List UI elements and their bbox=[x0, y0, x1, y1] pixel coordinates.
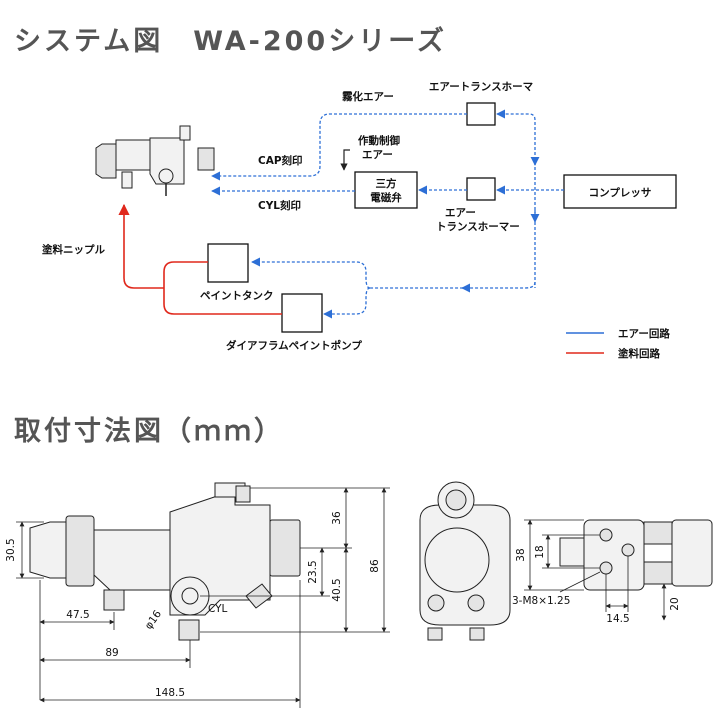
dim-38: 38 bbox=[515, 548, 527, 561]
spray-gun-icon bbox=[95, 125, 215, 196]
dim-phi16: φ16 bbox=[143, 608, 165, 632]
air-transformer-mid-box bbox=[466, 177, 496, 201]
control-air-arrow bbox=[340, 149, 350, 171]
gun-front-view bbox=[419, 481, 511, 641]
cyl-mark-dim: CYL bbox=[208, 603, 228, 615]
legend-paint-label: 塗料回路 bbox=[618, 347, 660, 360]
compressor-box bbox=[563, 174, 677, 209]
paint-circuit-lines bbox=[118, 203, 282, 315]
air-circuit-lines bbox=[211, 109, 564, 319]
gun-mount-view bbox=[559, 519, 713, 591]
cap-mark-label: CAP刻印 bbox=[258, 154, 303, 167]
cyl-mark-label: CYL刻印 bbox=[258, 199, 301, 212]
atomizing-air-label: 霧化エアー bbox=[342, 90, 394, 103]
air-transformer-mid-label-1: エアー bbox=[445, 207, 476, 219]
legend: エアー回路 塗料回路 bbox=[566, 327, 670, 360]
control-air-label-2: エアー bbox=[362, 149, 393, 161]
dimension-lines bbox=[16, 487, 667, 708]
diaphragm-pump-label: ダイアフラムペイントポンプ bbox=[226, 339, 362, 352]
compressor-label: コンプレッサ bbox=[589, 186, 652, 199]
thread-spec: 3-M8×1.25 bbox=[512, 595, 570, 607]
dim-148-5: 148.5 bbox=[155, 687, 185, 699]
paint-nipple-label: 塗料ニップル bbox=[42, 243, 105, 256]
air-transformer-top-box bbox=[466, 102, 496, 126]
dim-86: 86 bbox=[369, 559, 381, 573]
dim-36: 36 bbox=[331, 511, 343, 525]
system-title: システム図 WA-200シリーズ bbox=[14, 25, 447, 57]
dimension-title: 取付寸法図（ｍｍ） bbox=[14, 416, 284, 447]
paint-tank-box bbox=[207, 243, 249, 283]
air-transformer-mid-label-2: トランスホーマー bbox=[436, 221, 520, 233]
air-transformer-top-label: エアートランスホーマ bbox=[429, 81, 534, 93]
control-air-label-1: 作動制御 bbox=[358, 134, 400, 147]
dim-89: 89 bbox=[105, 647, 118, 659]
dim-14-5: 14.5 bbox=[606, 613, 629, 625]
dim-40-5: 40.5 bbox=[331, 578, 343, 601]
solenoid-valve-box bbox=[354, 171, 418, 209]
paint-tank-label: ペイントタンク bbox=[200, 290, 274, 302]
dim-20: 20 bbox=[669, 597, 681, 610]
diaphragm-pump-box bbox=[281, 293, 323, 333]
gun-side-view bbox=[29, 482, 301, 641]
dim-23-5: 23.5 bbox=[307, 560, 319, 583]
dim-18: 18 bbox=[534, 545, 546, 558]
dim-30-5: 30.5 bbox=[5, 538, 17, 561]
dim-47-5: 47.5 bbox=[66, 609, 89, 621]
solenoid-label-1: 三方 bbox=[376, 177, 397, 190]
solenoid-label-2: 電磁弁 bbox=[370, 191, 402, 204]
legend-air-label: エアー回路 bbox=[618, 327, 670, 340]
